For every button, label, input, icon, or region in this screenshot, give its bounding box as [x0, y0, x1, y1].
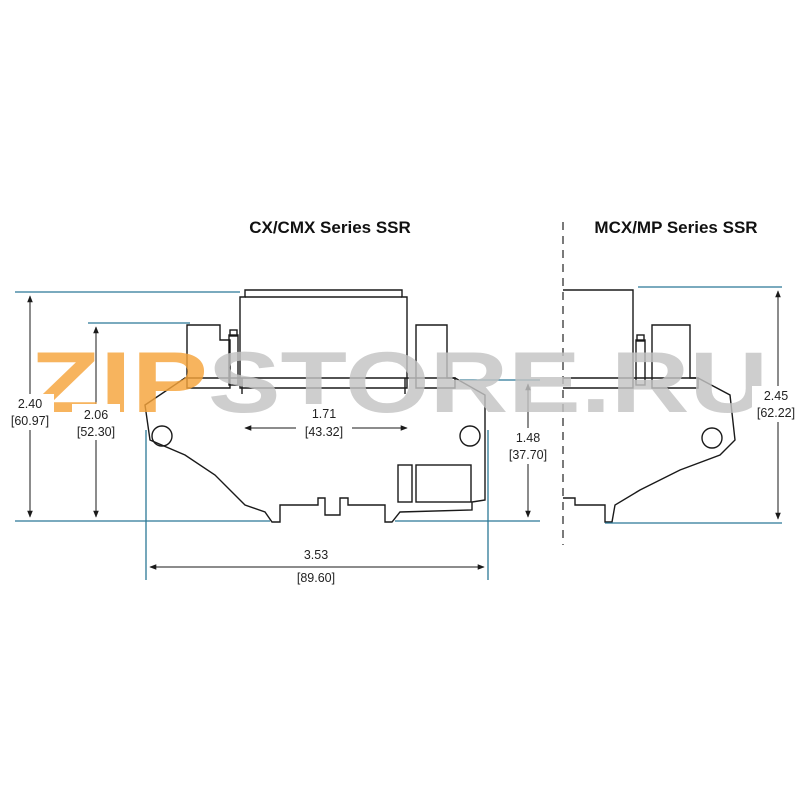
dim-rail-height-in: 1.48 — [516, 431, 540, 445]
watermark-rest: STORE.RU — [208, 335, 768, 431]
dim-overall-width-in: 3.53 — [304, 548, 328, 562]
dim-overall-height-left-mm: [60.97] — [11, 414, 49, 428]
dim-overall-width-mm: [89.60] — [297, 571, 335, 585]
dim-rail-height-mm: [37.70] — [509, 448, 547, 462]
mcx-mp-outline — [563, 289, 736, 523]
title-cx-cmx: CX/CMX Series SSR — [249, 218, 411, 237]
dim-overall-height-left-in: 2.40 — [18, 397, 42, 411]
dimension-labels: 2.40 [60.97] 2.06 [52.30] 1.71 [43.32] 1… — [6, 386, 800, 585]
dim-hole-spacing-in: 1.71 — [312, 407, 336, 421]
cx-cmx-outline — [144, 289, 486, 523]
dim-body-height-left-in: 2.06 — [84, 408, 108, 422]
zipstore-watermark: ZIP STORE.RU — [30, 335, 768, 431]
extension-lines — [15, 286, 782, 580]
dim-body-height-left-mm: [52.30] — [77, 425, 115, 439]
dim-overall-height-right-mm: [62.22] — [757, 406, 795, 420]
dim-hole-spacing-mm: [43.32] — [305, 425, 343, 439]
dim-overall-height-right-in: 2.45 — [764, 389, 788, 403]
title-mcx-mp: MCX/MP Series SSR — [594, 218, 757, 237]
